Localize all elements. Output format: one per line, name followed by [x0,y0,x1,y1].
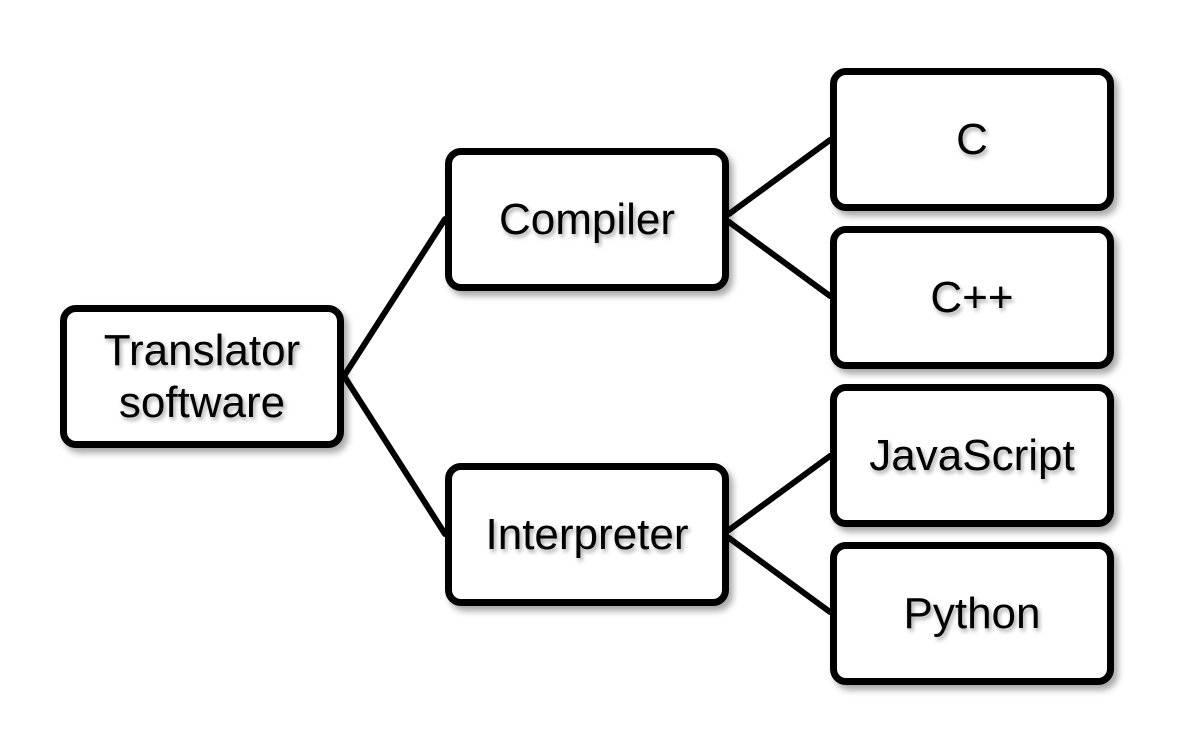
javascript-label: JavaScript [869,430,1075,480]
translator-software-node: Translator software [60,305,344,448]
translator-software-label: Translator software [103,325,301,427]
edge-interpreter-python [726,535,833,615]
javascript-node: JavaScript [830,384,1114,527]
interpreter-node: Interpreter [445,463,729,606]
compiler-label: Compiler [498,194,676,244]
cpp-node: C++ [830,226,1114,369]
interpreter-label: Interpreter [485,509,689,559]
edge-root-interpreter [341,373,448,537]
cpp-label: C++ [930,272,1014,322]
compiler-node: Compiler [445,148,729,291]
python-label: Python [903,588,1041,638]
c-node: C [830,68,1114,211]
c-label: C [956,114,988,164]
edge-root-compiler [341,216,448,379]
edge-compiler-c [726,137,833,217]
python-node: Python [830,542,1114,685]
edge-compiler-cpp [726,219,833,299]
edge-interpreter-javascript [726,453,833,533]
